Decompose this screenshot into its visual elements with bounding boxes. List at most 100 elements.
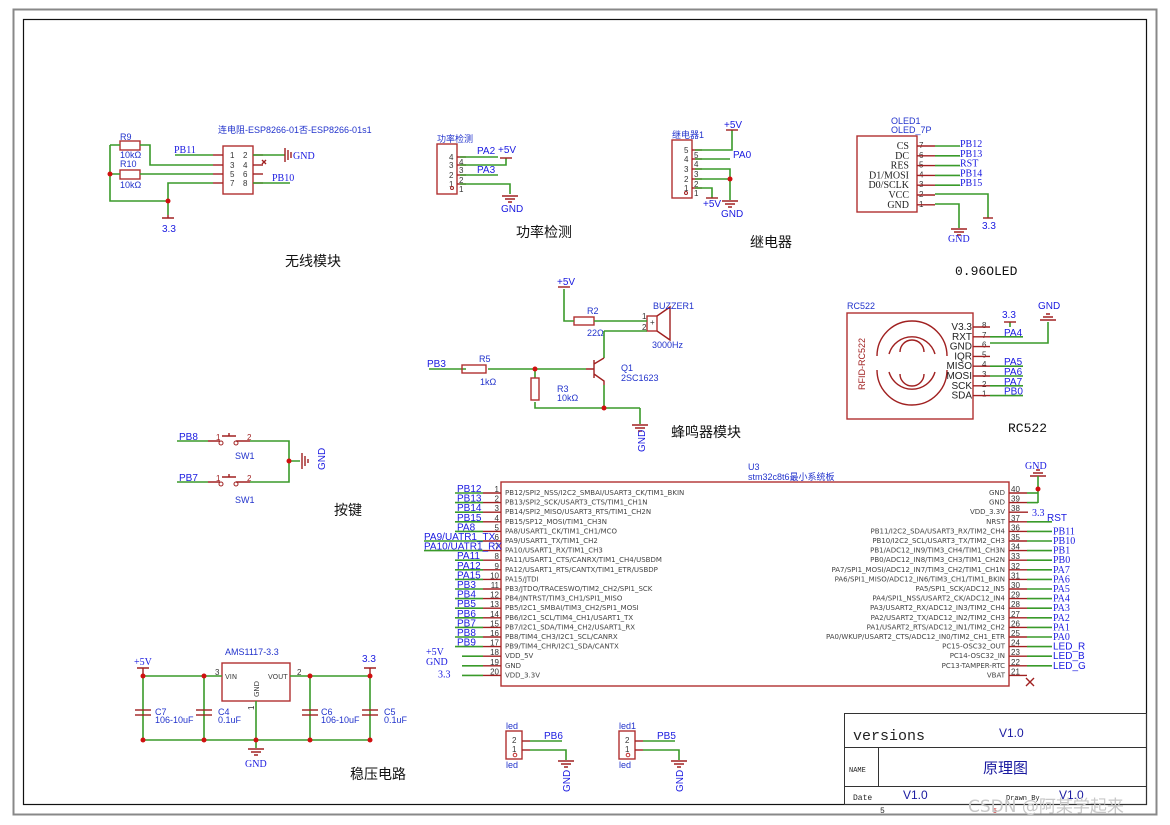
- rc522-pin-num: 5: [982, 350, 987, 359]
- mcu-pin-name: PA11/USART1_CTS/CANRX/TIM1_CH4/USBDM: [505, 556, 662, 564]
- r10-value: 10kΩ: [120, 180, 142, 190]
- power-33-icon: [162, 215, 174, 219]
- mcu-pin-name: VBAT: [987, 671, 1006, 679]
- mcu-pin-name: PA9/USART1_TX/TIM1_CH2: [505, 537, 598, 545]
- rc522-pin-name: MOSI: [946, 371, 972, 382]
- mcu-net-label: PA12: [457, 561, 481, 572]
- mcu-pin-num: 30: [1011, 581, 1020, 590]
- mcu-pin-num: 3: [495, 504, 500, 513]
- mcu-net-label: PB0: [1053, 555, 1070, 566]
- switch-contact: [233, 481, 239, 487]
- junction: [1035, 486, 1041, 492]
- esp-pin-num: 5: [230, 170, 235, 179]
- mcu-pin-name: PA8/USART1_CK/TIM1_CH1/MCO: [505, 527, 618, 535]
- watermark: CSDN @阿某学起来: [968, 797, 1124, 817]
- rc522-net-label: PA7: [1004, 377, 1023, 388]
- drawn-by-value: V1.0: [1059, 788, 1084, 802]
- oled-pin-name: VCC: [888, 190, 909, 201]
- mcu-pin-num: 22: [1011, 658, 1020, 667]
- mcu-pin-num: 23: [1011, 648, 1020, 657]
- led-gnd-label: GND: [562, 770, 573, 792]
- mcu-net-label: PB3: [457, 580, 476, 591]
- pin-num: 2: [297, 668, 302, 677]
- rc522-pin-name: RXT: [952, 332, 972, 343]
- mcu-pin-name: PA15/JTDI: [505, 575, 539, 583]
- mcu-net-label: PA7: [1053, 565, 1070, 576]
- oled-pin-name: D1/MOSI: [869, 170, 909, 181]
- mcu-net-label: PB4: [457, 590, 476, 601]
- rc522-pin-name: SCK: [951, 381, 972, 392]
- sw-pin: 1: [216, 433, 221, 442]
- mcu-pin-name: PB9/TIM4_CHR/I2C1_SDA/CANTX: [505, 643, 619, 651]
- mcu-pin-num: 39: [1011, 495, 1020, 504]
- r2-resistor: [573, 316, 595, 326]
- q1-ref: Q1: [621, 363, 633, 373]
- capacitor-ref: C5: [384, 707, 396, 717]
- oled-pin-name: RES: [891, 161, 909, 172]
- sw-pin: 2: [247, 474, 252, 483]
- mcu-net-label: PB12: [457, 484, 482, 495]
- keys-module: PB8 PB7 1 2 1 2 SW1 SW1 GND 按键: [177, 432, 362, 519]
- gnd-icon: [558, 760, 574, 768]
- name-label: NAME: [849, 767, 866, 775]
- gnd-icon: [248, 748, 264, 756]
- rc522-pin-name: IQR: [954, 351, 972, 362]
- r9-ref: R9: [120, 132, 132, 142]
- junction: [367, 673, 373, 679]
- junction: [107, 171, 113, 177]
- capacitor-value: 0.1uF: [384, 715, 408, 725]
- r3-value: 10kΩ: [557, 393, 579, 403]
- junction: [727, 176, 733, 182]
- led-net-label: PB6: [544, 731, 563, 742]
- mcu-pin-num: 33: [1011, 552, 1020, 561]
- buzzer-speaker-icon: [656, 305, 671, 342]
- oled-pin-name: CS: [897, 141, 909, 152]
- net-5v-top: +5V: [724, 120, 742, 131]
- mcu-pin-num: 18: [490, 648, 499, 657]
- r10-ref: R10: [120, 159, 137, 169]
- mcu-net-label: +5V: [426, 647, 445, 658]
- net-pb8: PB8: [179, 432, 198, 443]
- caption-power-detect: 功率检测: [516, 224, 572, 241]
- capacitor-value: 106-10uF: [155, 715, 194, 725]
- mcu-net-label: PB9: [457, 638, 476, 649]
- pin-vin: VIN: [225, 673, 237, 681]
- led-ref2: led: [619, 760, 631, 770]
- mcu-pin-name: PA2/USART2_TX/ADC12_IN2/TIM2_CH3: [871, 614, 1005, 622]
- switch-contact: [218, 440, 224, 446]
- mcu-pin-name: PB14/SPI2_MISO/USART3_RTS/TIM1_CH2N: [505, 508, 651, 516]
- mcu-pin-name: PA3/USART2_RX/ADC12_IN3/TIM2_CH4: [870, 604, 1006, 612]
- mcu-pin-name: PB13/SPI2_SCK/USART3_CTS/TIM1_CH1N: [505, 499, 647, 507]
- buzzer-plus: +: [650, 318, 655, 327]
- net-gnd: GND: [1038, 301, 1060, 312]
- mcu-pin-num: 24: [1011, 639, 1020, 648]
- esp-pin-num: 4: [243, 161, 248, 170]
- rc522-pin-num: 6: [982, 341, 987, 350]
- buzzer-wires: [429, 289, 647, 424]
- date-value: V1.0: [903, 788, 928, 802]
- led-gnd-label: GND: [675, 770, 686, 792]
- caption-oled: 0.96OLED: [955, 264, 1018, 279]
- mcu-net-label: PA6: [1053, 574, 1070, 585]
- mcu-pin-num: 7: [495, 543, 500, 552]
- junction: [140, 737, 146, 743]
- junction: [201, 737, 207, 743]
- oled-ref: OLED1: [891, 116, 921, 126]
- q1-value: 2SC1623: [621, 373, 659, 383]
- junction: [307, 737, 313, 743]
- sheet-number: 5: [880, 807, 885, 816]
- mcu-pin-num: 25: [1011, 629, 1020, 638]
- r9-resistor: [119, 140, 141, 151]
- mcu-pin-num: 29: [1011, 591, 1020, 600]
- mcu-pin-name: PB6/I2C1_SCL/TIM4_CH1/USART1_TX: [505, 614, 633, 622]
- mcu-net-label: PB14: [457, 503, 482, 514]
- buzzer-ref: BUZZER1: [653, 301, 694, 311]
- pin-vout: VOUT: [268, 673, 288, 681]
- mcu-pin-num: 13: [490, 600, 499, 609]
- buzzer-pin1: 1: [642, 312, 647, 321]
